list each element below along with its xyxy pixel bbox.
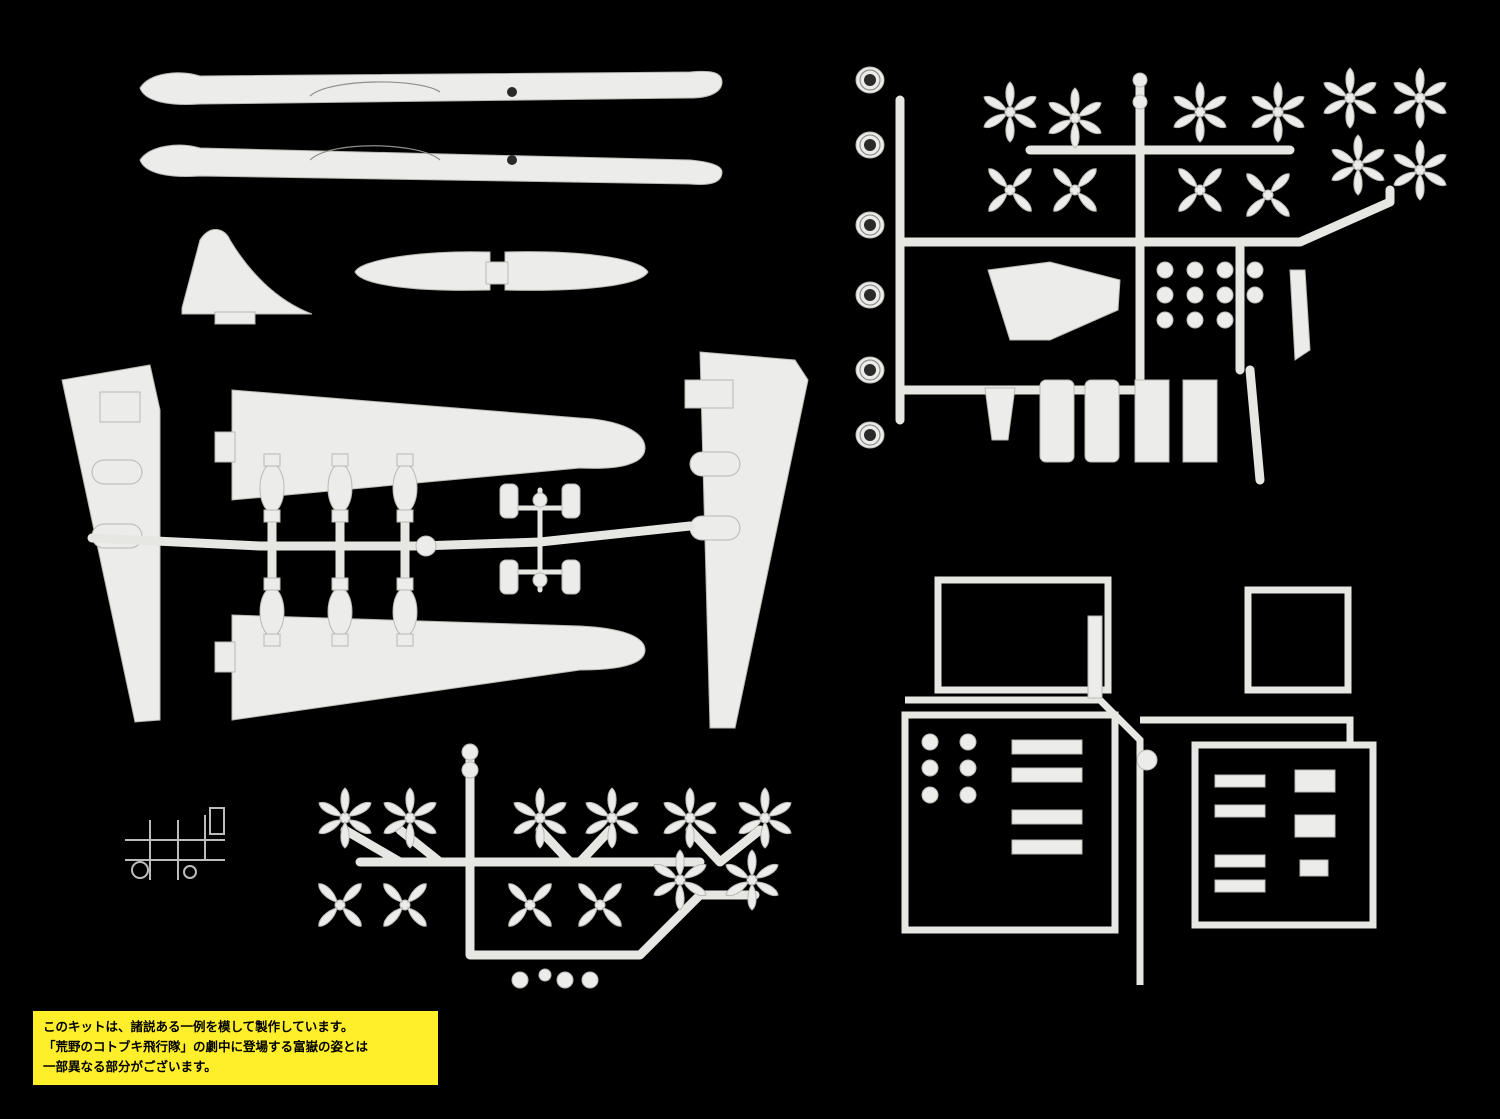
- small-round-parts: [1156, 261, 1264, 329]
- vertical-tail-fin: [181, 229, 313, 325]
- propeller-sprue-bottom: [315, 743, 794, 989]
- wing-sprue-runner: [87, 453, 695, 647]
- horizontal-stabilizer: [354, 251, 649, 291]
- notice-line-1: このキットは、諸説ある一例を模して製作しています。: [43, 1019, 354, 1034]
- right-wing-outer: [684, 351, 809, 729]
- notice-line-3: 一部異なる部分がございます。: [43, 1059, 217, 1074]
- detail-parts-sprue: [901, 576, 1377, 985]
- clear-parts-sprue: [125, 807, 225, 880]
- disclaimer-notice: このキットは、諸説ある一例を模して製作しています。 「荒野のコトブキ飛行隊」の劇…: [33, 1011, 438, 1085]
- cowling-propeller-sprue: [855, 66, 1449, 485]
- fuselage-half-top: [139, 70, 723, 105]
- small-parts-cluster: [499, 483, 581, 595]
- fuselage-half-bottom: [139, 144, 723, 185]
- notice-line-2: 「荒野のコトブキ飛行隊」の劇中に登場する富嶽の姿とは: [43, 1039, 369, 1054]
